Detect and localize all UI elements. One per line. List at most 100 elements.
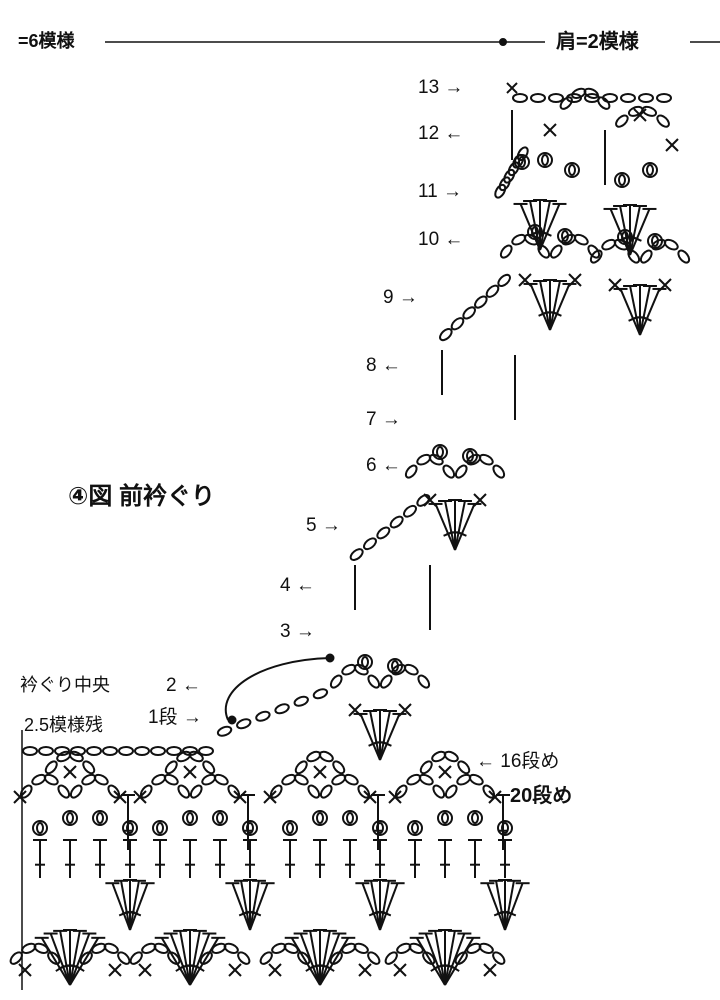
sc-stitch-mark (13, 790, 27, 804)
dc-stitch (629, 285, 641, 336)
chain-stitch (656, 114, 670, 128)
chain-stitch (597, 96, 611, 110)
row-label-6: 6 ← (366, 455, 401, 476)
chain-stitch (404, 464, 418, 479)
dc-stitch (189, 930, 201, 986)
bobble-stitch (212, 810, 228, 826)
chain-stitch (418, 773, 434, 786)
chain-stitch (33, 942, 49, 954)
bobble-stitch (514, 154, 530, 170)
bobble-stitch-inner (561, 230, 569, 242)
chain-stitch (274, 703, 290, 715)
chain-stitch (69, 784, 83, 799)
chain-stitch (237, 951, 251, 965)
chain-stitch (150, 746, 166, 756)
row-label-11: 11 → (418, 181, 463, 202)
chain-stitch (216, 725, 233, 737)
dc-stitch (290, 937, 321, 986)
bobble-stitch-inner (651, 235, 659, 247)
sc-stitch-mark (388, 790, 402, 804)
dc-crossbar (456, 531, 467, 537)
dc-stitch (169, 933, 191, 986)
bobble-stitch (537, 152, 553, 168)
dc-stitch (309, 930, 321, 986)
bobble-stitch (462, 448, 478, 464)
chain-stitch (549, 244, 563, 259)
chain-stitch (182, 746, 198, 756)
bobble-stitch-inner (568, 164, 576, 176)
chain-stitch (293, 773, 309, 786)
dc-crossbar (381, 910, 392, 917)
chain-stitch (189, 784, 203, 799)
dc-stitch (69, 930, 81, 986)
chain-stitch (22, 746, 38, 756)
bobble-stitch-inner (646, 164, 654, 176)
chain-stitch (403, 504, 417, 518)
chain-stitch (198, 746, 214, 756)
chain-stitch (656, 93, 672, 103)
dc-stitch (319, 930, 331, 986)
row-label-12: 12 ← (418, 123, 464, 144)
chain-stitch (367, 674, 381, 689)
sc-stitch-mark (233, 790, 247, 804)
dc-crossbar (541, 231, 552, 237)
chain-stitch (318, 750, 334, 763)
dc-stitch (495, 880, 506, 931)
chain-stitch (312, 688, 329, 700)
chain-stitch (297, 951, 311, 965)
sc-stitch-mark (483, 963, 497, 977)
sc-stitch-mark (268, 963, 282, 977)
chain-stitch (367, 951, 381, 965)
dc-stitch (639, 285, 651, 336)
bobble-stitch (407, 820, 423, 836)
row-label-3: 3 → (280, 621, 315, 642)
chain-stitch (454, 464, 468, 479)
row1-end-dot (227, 715, 237, 725)
bobble-stitch (432, 444, 448, 460)
chain-stitch (349, 548, 364, 561)
chain-stitch (677, 249, 691, 264)
sc-stitch-mark (488, 790, 502, 804)
bobble-stitch (32, 820, 48, 836)
sc-stitch-mark (313, 765, 327, 779)
chain-stitch (559, 96, 573, 110)
bobble-stitch (372, 820, 388, 836)
dc-stitch (189, 933, 211, 986)
bobble-stitch (242, 820, 258, 836)
chain-stitch (332, 760, 346, 775)
chain-stitch (57, 784, 71, 799)
dc-stitch (619, 205, 631, 256)
dc-stitch (629, 205, 641, 256)
dc-crossbar (195, 965, 205, 972)
dc-stitch (299, 933, 321, 986)
chain-stitch (213, 773, 229, 786)
chain-stitch (457, 760, 471, 775)
dc-stitch (549, 283, 571, 331)
chain-stitch (442, 464, 456, 479)
bobble-stitch-inner (618, 174, 626, 186)
chain-stitch (512, 93, 528, 103)
chain-stitch (269, 784, 283, 799)
dc-stitch (444, 930, 456, 986)
row20-label: 20段め (510, 785, 573, 807)
header-right-label: 肩=2模様 (556, 31, 639, 53)
chain-stitch (573, 233, 589, 246)
dc-stitch (249, 882, 269, 931)
dc-crossbar (631, 236, 642, 242)
chain-stitch (134, 746, 150, 756)
dc-stitch (444, 500, 456, 551)
dc-stitch (519, 203, 541, 251)
chain-stitch (188, 750, 204, 763)
chain-stitch (118, 746, 134, 756)
dc-stitch (529, 283, 551, 331)
chain-stitch (492, 951, 506, 965)
bobble-stitch-inner (66, 812, 74, 824)
bobble-stitch-inner (286, 822, 294, 834)
chain-stitch (86, 746, 102, 756)
bobble-stitch-inner (361, 656, 369, 668)
chain-stitch (283, 942, 299, 954)
dc-stitch (49, 933, 71, 986)
chain-stitch (497, 273, 511, 288)
bobble-stitch-inner (36, 822, 44, 834)
